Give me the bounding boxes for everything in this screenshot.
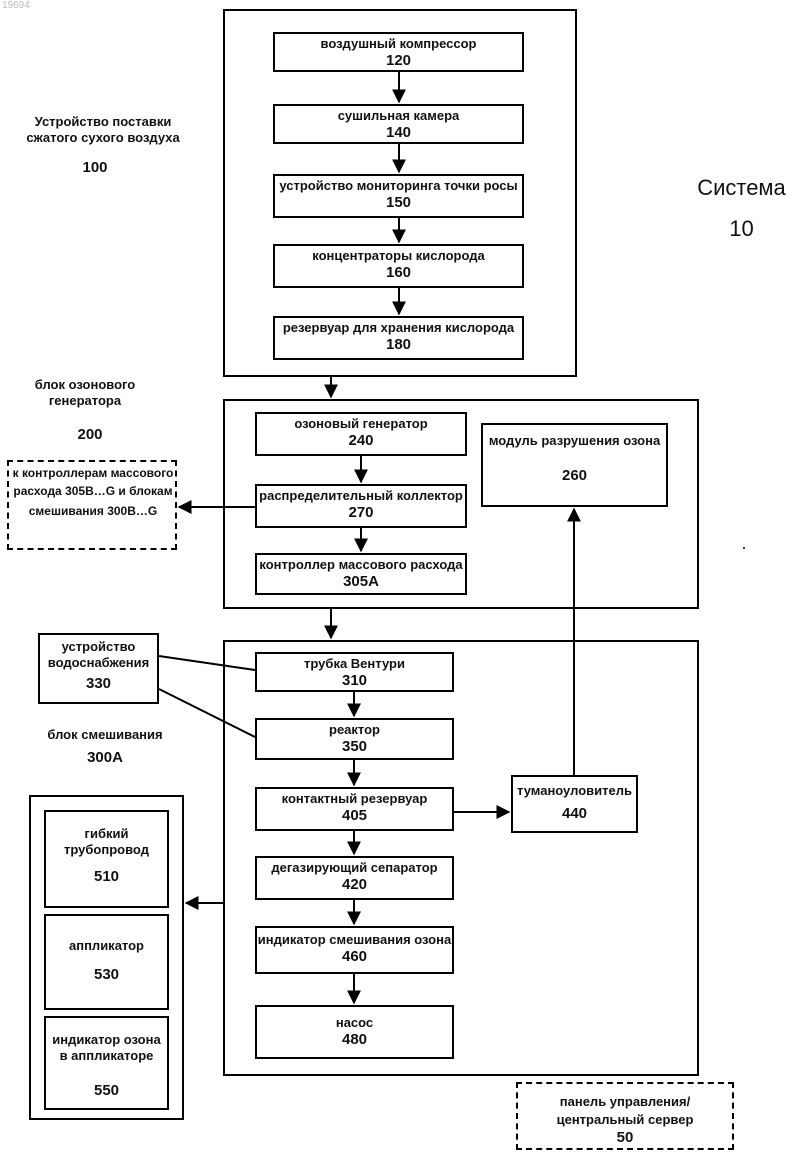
stray-dot xyxy=(743,547,745,549)
water-to-venturi-line xyxy=(159,656,255,670)
water-to-reactor-line xyxy=(159,689,255,737)
